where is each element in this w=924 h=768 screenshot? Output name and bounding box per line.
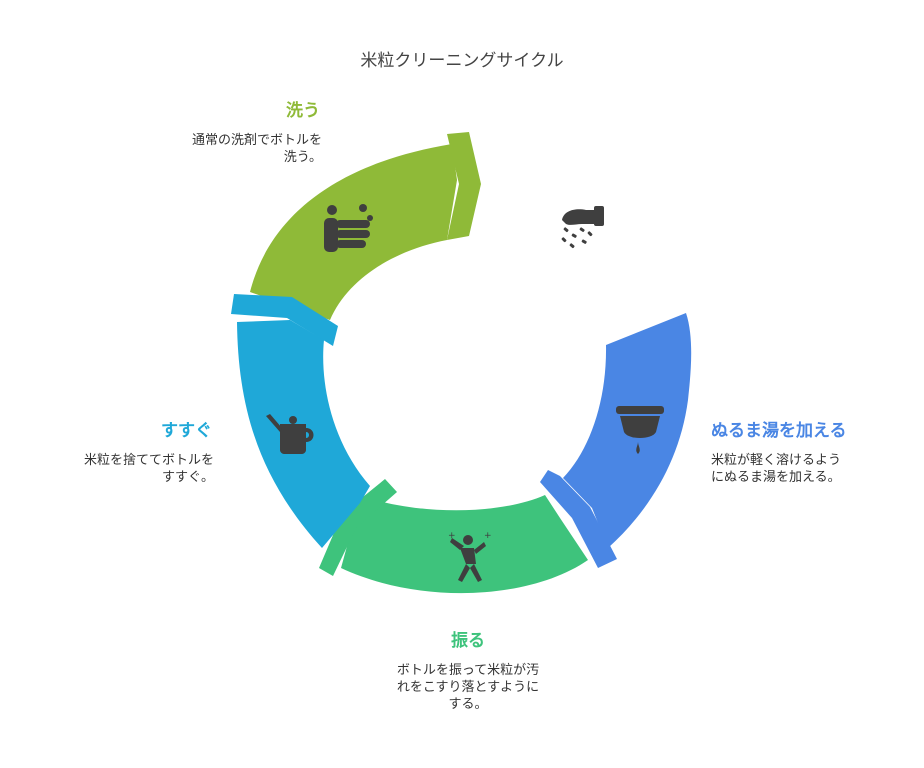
shake-description: ボトルを振って米粒が汚 れをこすり落とすように する。 [396, 663, 540, 712]
svg-text:+: + [448, 531, 456, 541]
svg-text:+: + [484, 531, 492, 541]
person-shaking-icon: + + [448, 531, 492, 582]
shake-segment [341, 495, 588, 594]
warm-water-arrow-tip [540, 470, 617, 568]
watering-can-icon [266, 414, 314, 454]
warm-water-description: 米粒が軽く溶けるよう にぬるま湯を加える。 [711, 453, 842, 485]
wash-arrow-tip [447, 132, 481, 240]
hands-washing-icon [324, 204, 373, 252]
wash-description: 通常の洗剤でボトルを 洗う。 [191, 133, 322, 165]
shake-title: 振る [451, 631, 485, 651]
wash-title: 洗う [286, 101, 320, 121]
diagram-title: 米粒クリーニングサイクル [360, 51, 564, 71]
rinse-arrow-tip [231, 294, 338, 346]
shake-arrow-tip [319, 479, 397, 576]
rinse-description: 米粒を捨ててボトルを すすぐ。 [83, 453, 214, 485]
rinse-title: すすぐ [161, 421, 212, 441]
hand-pouring-grains-icon [561, 206, 604, 249]
warm-water-title: ぬるま湯を加える [711, 421, 847, 441]
basin-dripping-icon [616, 406, 664, 454]
